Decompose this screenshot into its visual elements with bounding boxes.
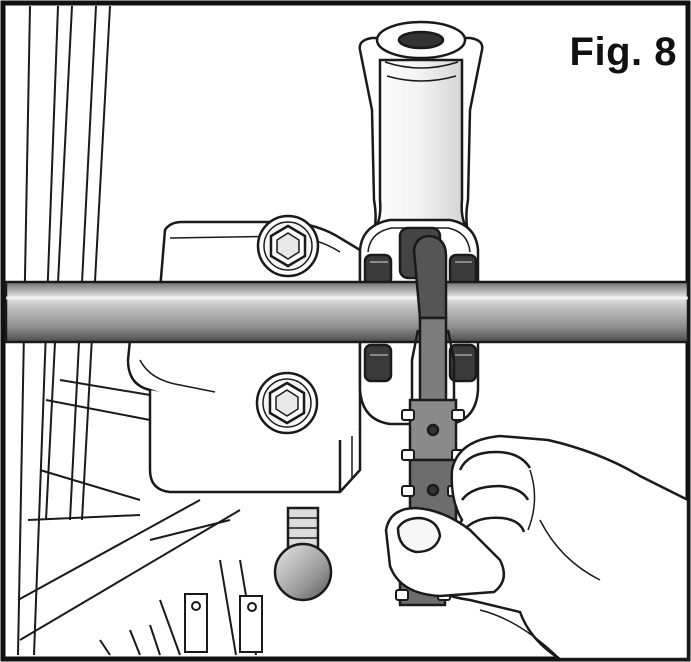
rubber-grip — [363, 253, 393, 287]
mounting-bracket — [126, 220, 362, 494]
hex-bolt-icon — [255, 371, 319, 435]
rubber-grip — [448, 253, 478, 287]
rubber-grip — [363, 343, 393, 383]
adjustment-knob — [273, 506, 333, 602]
background-structure — [17, 5, 263, 656]
hand-icon — [384, 434, 690, 661]
hex-bolt-icon — [256, 214, 320, 278]
vertical-post — [358, 20, 484, 252]
figure-label: Fig. 8 — [569, 30, 677, 74]
horizontal-pipe — [4, 280, 690, 344]
